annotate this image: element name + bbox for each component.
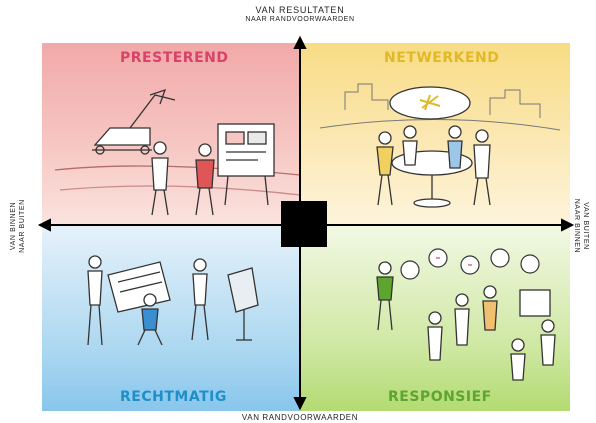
people-sketch-netwerkend [376,125,491,206]
speech-bubbles-sketch [400,248,540,280]
right-axis-line2: naar binnen [573,198,580,254]
center-block [281,201,327,247]
quadrant-rechtmatig [42,225,300,411]
bottom-axis-label: Van randvoorwaarden [241,413,359,422]
left-axis-line2: naar buiten [19,199,26,253]
presentation-board-sketch [217,123,275,206]
mirror-sketch [227,267,259,341]
left-axis-label: Van binnen naar buiten [9,186,27,266]
label-responsief: RESPONSIEF [388,389,492,405]
city-skyline-sketch [319,83,561,131]
people-sketch-presterend [151,141,215,216]
people-carrying-board-sketch [87,255,209,346]
label-rechtmatig: RECHTMATIG [120,389,227,405]
left-axis-line1: Van binnen [10,201,17,251]
label-netwerkend: NETWERKEND [384,50,500,66]
quadrant-netwerkend [300,43,570,225]
label-presterend: PRESTEREND [120,50,229,66]
top-axis-line2: naar randvoorwaarden [245,16,355,23]
top-axis-label: Van resultaten naar randvoorwaarden [220,6,380,24]
top-axis-line1: Van resultaten [255,5,345,15]
right-axis-label: Van buiten naar binnen [572,186,590,266]
excavator-sketch [54,88,301,196]
right-axis-line1: Van buiten [582,202,589,250]
people-sketch-responsief [376,261,556,381]
